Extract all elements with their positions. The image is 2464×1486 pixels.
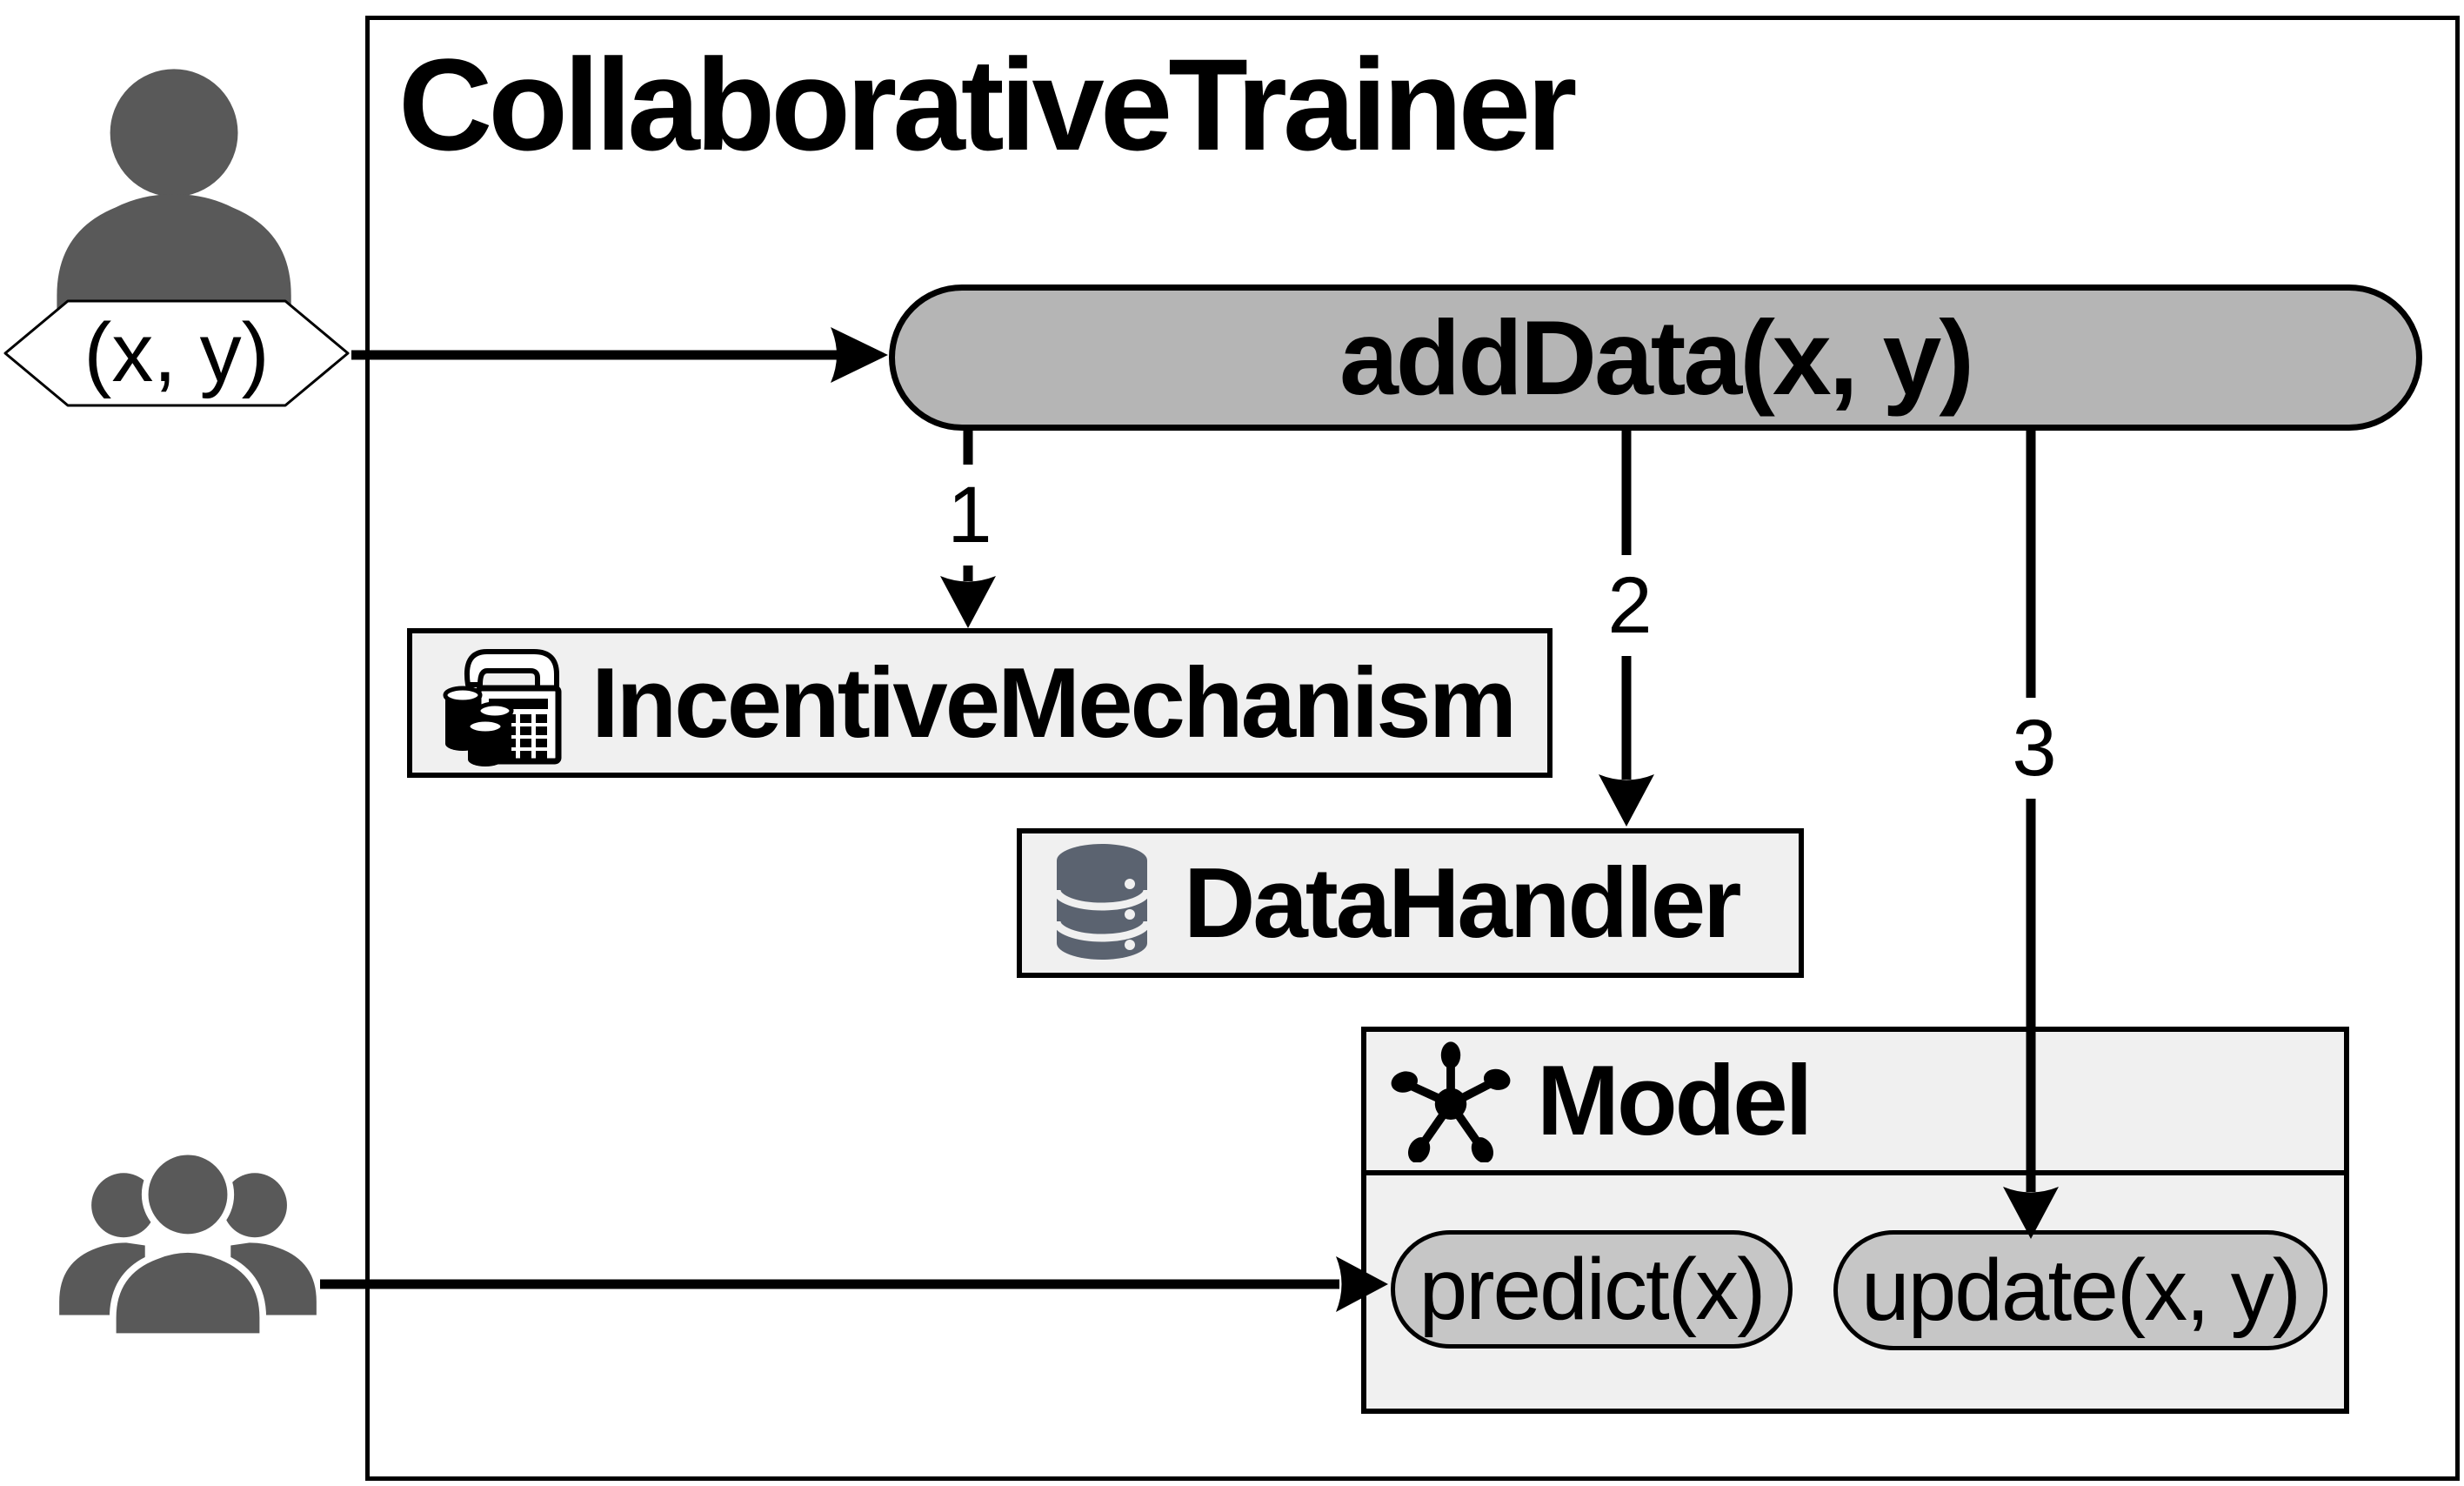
incentive-mechanism-label: IncentiveMechanism xyxy=(591,647,1517,759)
predict-pill: predict(x) xyxy=(1391,1230,1793,1349)
update-label: update(x, y) xyxy=(1860,1241,2301,1339)
step-3-label: 3 xyxy=(2001,698,2067,799)
adddata-pill: addData(x, y) xyxy=(889,284,2422,431)
network-hub-icon xyxy=(1391,1041,1511,1162)
input-badge-shape xyxy=(3,299,350,407)
calculator-receipt-coins-icon xyxy=(443,649,562,766)
model-header: Model xyxy=(1366,1032,2344,1175)
step-2-label: 2 xyxy=(1597,555,1663,656)
incentive-mechanism-box: IncentiveMechanism xyxy=(407,628,1553,778)
user-icon xyxy=(57,69,291,311)
step-1-label: 1 xyxy=(937,465,1003,566)
data-handler-label: DataHandler xyxy=(1184,847,1742,959)
adddata-label: addData(x, y) xyxy=(1339,298,1974,417)
users-group-icon xyxy=(59,1148,317,1341)
input-badge-label: (x, y) xyxy=(83,306,270,399)
model-box: Model xyxy=(1361,1027,2349,1414)
data-handler-box: DataHandler xyxy=(1017,828,1804,978)
database-icon xyxy=(1053,844,1151,960)
model-label: Model xyxy=(1537,1046,1813,1156)
page-title: CollaborativeTrainer xyxy=(398,31,1577,177)
predict-label: predict(x) xyxy=(1419,1240,1766,1338)
update-pill: update(x, y) xyxy=(1833,1230,2327,1350)
